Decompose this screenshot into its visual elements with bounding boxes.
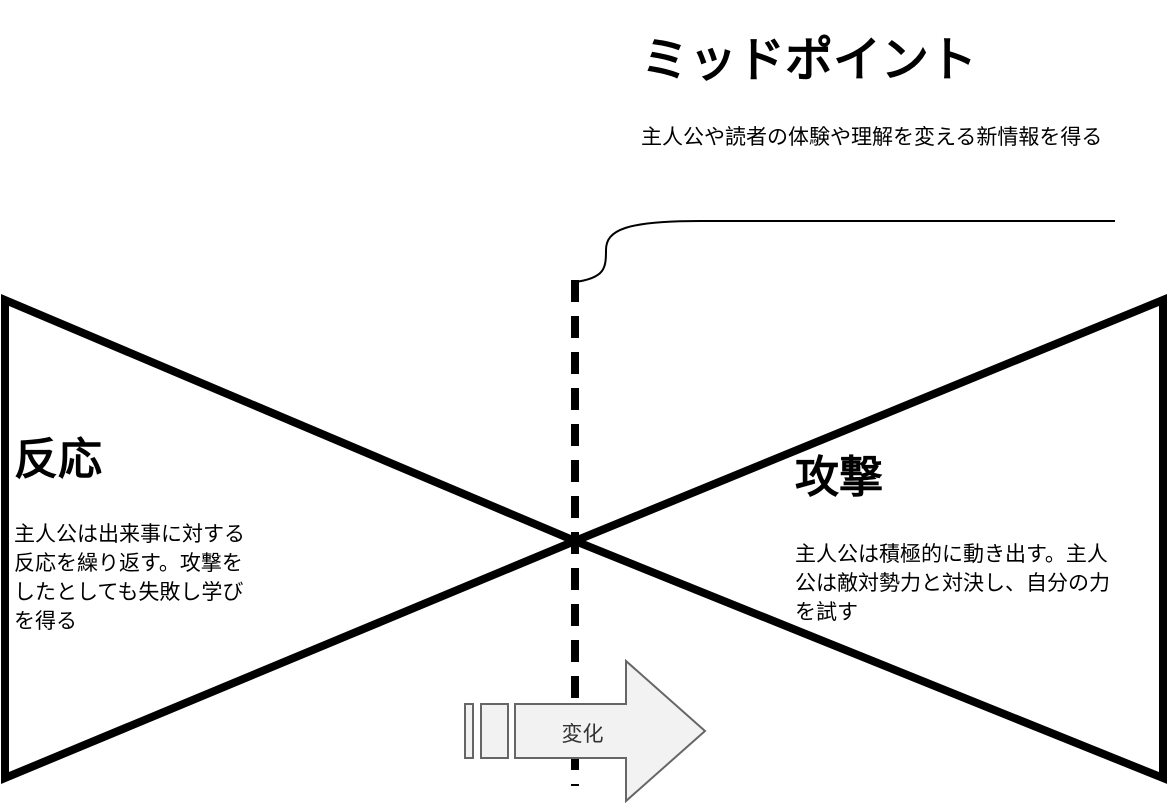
attack-triangle (564, 294, 1167, 784)
arrow-tail-bar-2 (480, 703, 509, 759)
arrow-body (514, 658, 707, 804)
midpoint-callout-line (574, 220, 1115, 283)
attack-description: 主人公は積極的に動き出す。主人公は敵対勢力と対決し、自分の力を試す (795, 542, 1110, 624)
reaction-triangle (0, 293, 586, 784)
reaction-title: 反応 (14, 434, 102, 485)
change-arrow (464, 658, 707, 804)
attack-title: 攻撃 (795, 452, 883, 503)
midpoint-description: 主人公や読者の体験や理解を変える新情報を得る (641, 125, 1103, 149)
midpoint-title: ミッドポイント (641, 32, 978, 88)
change-arrow-label: 変化 (561, 722, 604, 746)
reaction-description: 主人公は出来事に対する反応を繰り返す。攻撃をしたとしても失敗し学びを得る (14, 522, 245, 633)
arrow-tail-bar-1 (464, 703, 474, 759)
